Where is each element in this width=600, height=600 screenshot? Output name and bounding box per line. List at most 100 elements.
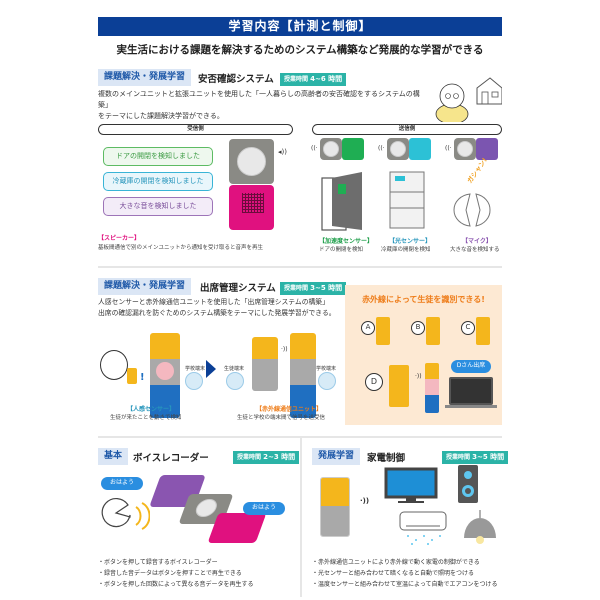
ir-unit-stack: [252, 337, 278, 391]
signal-icon: ◂)): [278, 148, 287, 156]
gray-unit: [321, 506, 349, 536]
blue-unit: [425, 395, 439, 413]
callout-title: 赤外線によって生徒を識別できる!: [362, 295, 485, 304]
sender-side-header: 送信側: [312, 124, 502, 135]
ceiling-light-icon: [464, 510, 496, 544]
signal-icon: ·)): [281, 346, 288, 353]
accelerometer-unit: [342, 138, 364, 160]
sensor-caption-mic: 大きな音を検知する: [450, 247, 500, 253]
light-sensor-unit: [409, 138, 431, 160]
arrow-right-icon: [206, 360, 216, 378]
record-button[interactable]: [193, 499, 220, 517]
divider: [98, 266, 502, 268]
button-disk: [237, 147, 266, 176]
teacher-avatar: [185, 372, 203, 390]
student-d: D: [365, 373, 383, 391]
lesson-hours-badge: 授業時間 4~6 時間: [280, 73, 347, 86]
speaking-face-icon: [101, 498, 150, 530]
hours-label: 授業時間: [446, 454, 471, 461]
speaker-caption: 基板間通信で別のメインユニットから通知を受け取ると音声を再生: [98, 245, 264, 251]
student-c: C: [461, 321, 475, 335]
section-tag: 基本: [98, 448, 129, 465]
signal-icon: ·)): [415, 373, 422, 380]
section-tag: 課題解決・発展学習: [98, 278, 192, 295]
blue-unit: [150, 385, 180, 418]
speech-bubble-left: おはよう: [101, 477, 143, 490]
pink-disk: [156, 362, 174, 380]
section-description: 人感センサーと赤外線通信ユニットを使用した「出席管理システムの構築」 出席の確認…: [98, 297, 343, 319]
main-unit: [229, 139, 274, 184]
hours-label: 授業時間: [284, 285, 309, 292]
signal-icon: ((·: [445, 145, 452, 152]
student-b: B: [411, 321, 425, 335]
gray-unit: [290, 359, 316, 385]
speaker-icon: [458, 465, 478, 503]
student-terminal-label: 生徒端末: [224, 366, 245, 372]
notification-bubble-sound: 大きな音を検知しました: [103, 197, 213, 216]
section-title: 出席管理システム: [200, 283, 276, 294]
student-a-device: [376, 317, 390, 345]
sensor-caption-accel: ドアの開閉を検知: [319, 247, 364, 253]
speaker-label: 【スピーカー】: [98, 235, 141, 242]
main-unit: [320, 138, 342, 160]
bullet-item: ・温度センサーと組み合わせて室温によって自動でエアコンをつける: [312, 581, 498, 588]
hours-label: 授業時間: [237, 454, 262, 461]
page-title-banner: 学習内容【計測と制御】: [98, 17, 502, 36]
main-unit: [387, 138, 409, 160]
hours-value: 4~6 時間: [310, 75, 343, 83]
section-description: 複数のメインユニットと拡張ユニットを使用した「一人暮らしの高齢者の安否確認をする…: [98, 89, 428, 122]
signal-icon: ·)): [360, 497, 370, 505]
bullet-item: ・光センサーと組み合わせて暗くなると自動で照明をつける: [312, 570, 475, 577]
speaker-unit: [207, 513, 267, 543]
ir-identification-callout: 赤外線によって生徒を識別できる! A B C D ·)) Dさん出席: [345, 285, 502, 425]
student-d-device: [389, 365, 409, 407]
yellow-unit: [150, 333, 180, 359]
attendance-bubble: Dさん出席: [451, 360, 491, 373]
receiver-side-header: 受信側: [98, 124, 293, 135]
main-unit: [454, 138, 476, 160]
school-terminal-label: 学校端末: [185, 366, 206, 372]
desc-line: をテーマにした課題解決学習ができる。: [98, 112, 224, 120]
gray-unit: [252, 359, 278, 391]
speaker-grille: [242, 193, 264, 213]
speech-bubble-right: おはよう: [243, 502, 285, 515]
signal-icon: ((·: [311, 145, 318, 152]
student-terminal-avatar: [226, 372, 244, 390]
bullet-item: ・赤外線通信ユニットにより赤外線で動く家電の制御ができる: [312, 559, 480, 566]
student-b-device: [426, 317, 440, 345]
door-illustration: [321, 172, 362, 231]
signal-icon: ((·: [378, 145, 385, 152]
voice-recorder-bullets: ・ボタンを押して録音するボイスレコーダー ・録音した音データはボタンを押すことで…: [98, 557, 254, 590]
section-title: 安否確認システム: [198, 74, 274, 85]
bullet-item: ・録音した音データはボタンを押すことで再生できる: [98, 570, 242, 577]
button-disk: [390, 141, 406, 157]
bullet-item: ・ボタンを押して録音するボイスレコーダー: [98, 559, 218, 566]
motion-sensor-stack: [150, 333, 180, 418]
speaker-unit: [229, 185, 274, 230]
column-divider: [300, 437, 302, 597]
section-title: 家電制御: [367, 453, 406, 464]
desc-line: 複数のメインユニットと拡張ユニットを使用した「一人暮らしの高齢者の安否確認をする…: [98, 90, 420, 109]
lesson-hours-badge: 授業時間 2~3 時間: [233, 451, 300, 464]
ir-controller-stack: [320, 477, 350, 537]
microphone-unit: [476, 138, 498, 160]
appliance-control-bullets: ・赤外線通信ユニットにより赤外線で動く家電の制御ができる ・光センサーと組み合わ…: [312, 557, 498, 590]
student-a: A: [361, 321, 375, 335]
sensor-label-light: 【光センサー】: [389, 238, 432, 245]
motion-sensor-caption: 生徒が来たことを動きで検知: [110, 415, 182, 421]
lesson-hours-badge: 授業時間 3~5 時間: [442, 451, 509, 464]
section-tag: 発展学習: [312, 448, 361, 465]
hours-value: 3~5 時間: [472, 453, 505, 461]
sensor-caption-light: 冷蔵庫の開閉を検知: [381, 247, 431, 253]
receiver-stack: [425, 363, 439, 413]
ir-unit-caption: 生徒と学校の端末間で信号を送受信: [237, 415, 326, 421]
yellow-unit: [321, 478, 349, 506]
laptop-screen: [449, 377, 493, 405]
yellow-unit: [425, 363, 439, 379]
section-tag: 課題解決・発展学習: [98, 69, 192, 86]
button-disk: [323, 141, 339, 157]
yellow-unit: [252, 337, 278, 359]
student-c-device: [476, 317, 490, 345]
refrigerator-illustration: [389, 171, 425, 229]
motion-sensor-label: 【人感センサー】: [127, 406, 176, 413]
